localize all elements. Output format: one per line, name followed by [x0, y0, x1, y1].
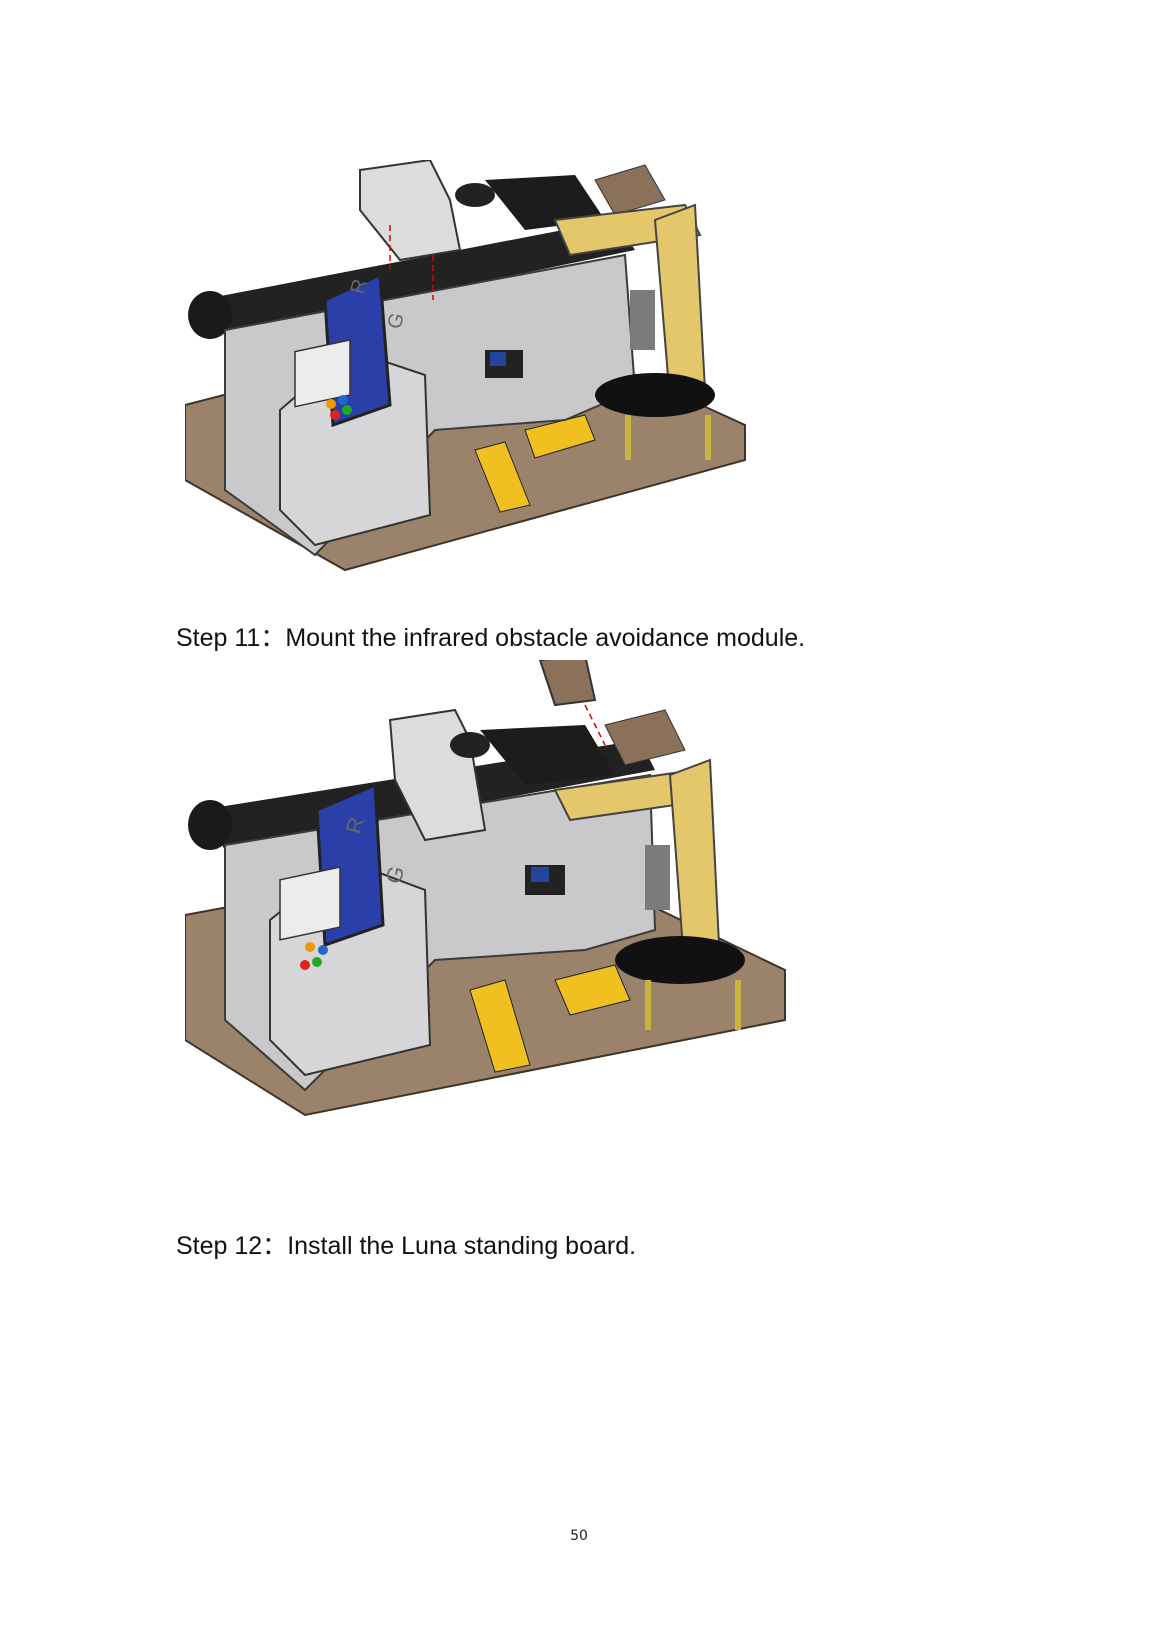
button-blue: [338, 395, 348, 405]
ir-module-bracket: [359, 160, 462, 262]
assembly-figure-step-11: R G: [185, 160, 746, 572]
step-12-text: Install the Luna standing board.: [287, 1232, 637, 1260]
button-panel: [279, 866, 341, 941]
button-red: [300, 960, 310, 970]
label-g: G: [384, 311, 409, 332]
mount-guide-line: [584, 704, 606, 746]
step-11-text: Mount the infrared obstacle avoidance mo…: [285, 624, 806, 652]
assembly-figure-step-12: R G: [185, 660, 786, 1117]
button-orange: [305, 942, 315, 952]
gripper: [450, 709, 686, 785]
label-r: R: [347, 277, 372, 297]
conveyor-roller: [188, 800, 232, 850]
sensor-module-cap: [490, 352, 506, 366]
button-green: [312, 957, 322, 967]
step-12-label: Step 12：: [176, 1232, 288, 1260]
button-panel: [294, 339, 351, 408]
button-blue: [318, 945, 328, 955]
conveyor-roller: [188, 291, 232, 339]
sensor-module-cap: [531, 867, 549, 882]
page-number: 50: [570, 1528, 588, 1544]
step-12-caption: Step 12：Install the Luna standing board.: [176, 1226, 636, 1262]
button-red: [330, 410, 340, 420]
step-11-caption: Step 11：Mount the infrared obstacle avoi…: [176, 618, 805, 654]
gripper: [455, 164, 666, 230]
label-g: G: [381, 863, 410, 886]
step-11-label: Step 11：: [176, 624, 286, 652]
robot-arm: [553, 758, 745, 1030]
conveyor-belt: [200, 220, 635, 335]
button-green: [342, 405, 352, 415]
label-r: R: [341, 814, 369, 836]
robot-arm: [553, 203, 715, 460]
ir-module: [538, 660, 597, 707]
button-orange: [326, 399, 336, 409]
